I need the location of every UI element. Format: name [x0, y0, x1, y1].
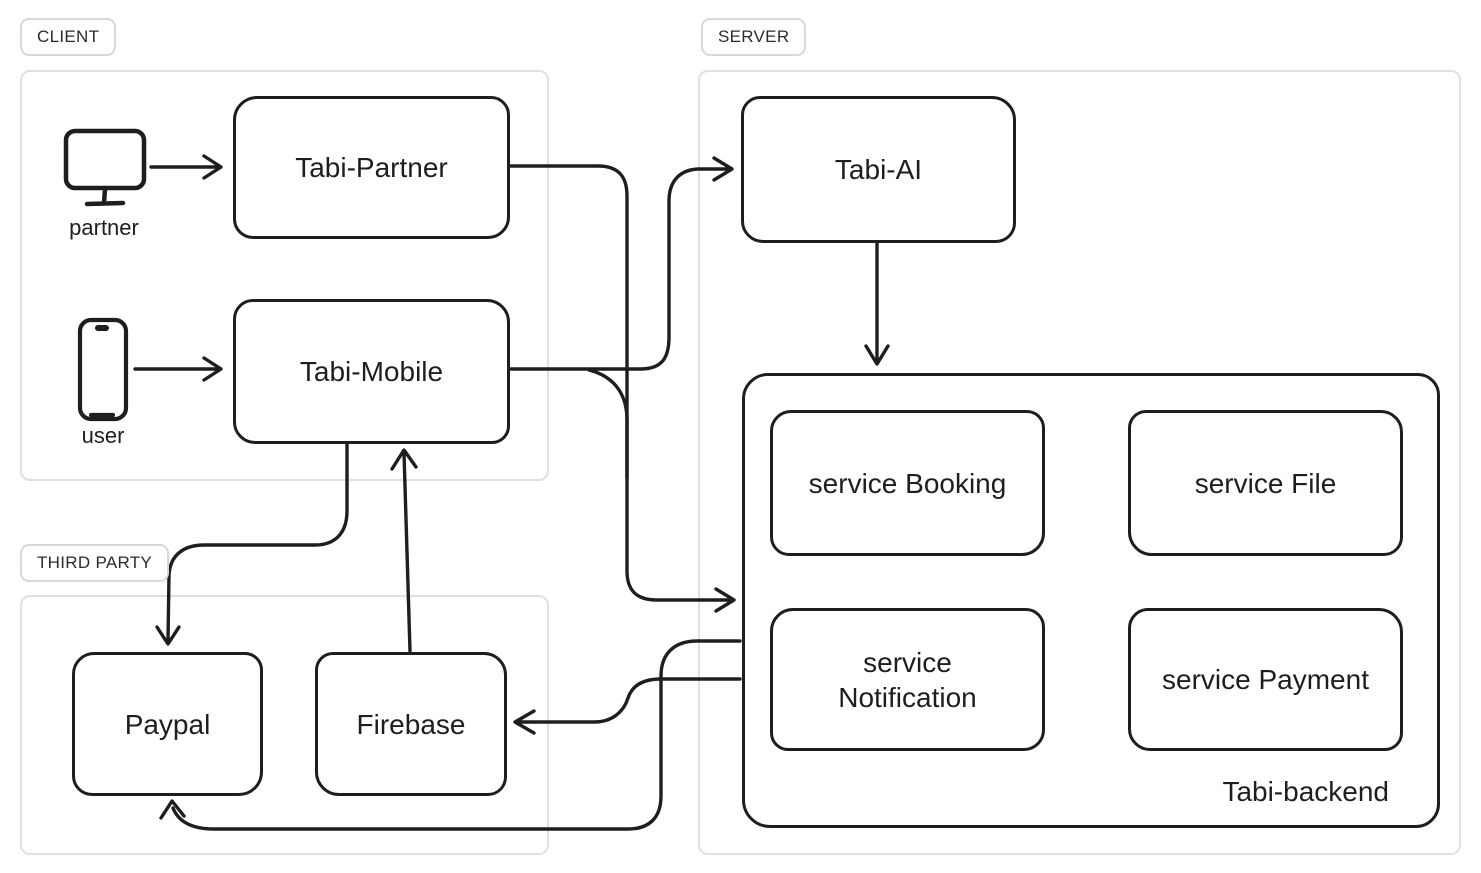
tabi-backend-title: Tabi-backend	[1222, 776, 1389, 807]
node-tabi-backend: service Booking service File service Not…	[742, 373, 1440, 828]
partner-actor-label: partner	[69, 215, 139, 240]
node-service-notification: service Notification	[770, 608, 1045, 751]
node-service-booking-label: service Booking	[808, 467, 1007, 499]
user-actor-label: user	[81, 423, 125, 448]
server-group-badge: SERVER	[701, 18, 807, 56]
monitor-icon	[63, 128, 147, 223]
node-tabi-ai-label: Tabi-AI	[834, 154, 923, 185]
node-tabi-partner-label: Tabi-Partner	[295, 152, 448, 183]
third-party-group-badge: THIRD PARTY	[20, 544, 170, 582]
node-service-file: service File	[1128, 410, 1403, 556]
node-service-booking: service Booking	[770, 410, 1045, 556]
node-tabi-partner: Tabi-Partner	[233, 96, 510, 239]
node-service-payment: service Payment	[1128, 608, 1403, 751]
client-group-badge: CLIENT	[20, 18, 117, 56]
node-service-payment-label: service Payment	[1162, 664, 1369, 695]
node-service-notification-label: service Notification	[838, 646, 977, 713]
node-service-file-label: service File	[1194, 467, 1337, 499]
node-tabi-ai: Tabi-AI	[741, 96, 1016, 243]
node-tabi-mobile: Tabi-Mobile	[233, 299, 510, 444]
arrow-tabi-mobile-to-tabi-backend	[587, 368, 629, 480]
node-tabi-mobile-label: Tabi-Mobile	[299, 356, 444, 387]
node-firebase: Firebase	[315, 652, 507, 796]
smartphone-icon	[77, 317, 129, 427]
node-firebase-label: Firebase	[356, 708, 466, 740]
node-paypal: Paypal	[72, 652, 263, 796]
node-paypal-label: Paypal	[124, 708, 211, 740]
